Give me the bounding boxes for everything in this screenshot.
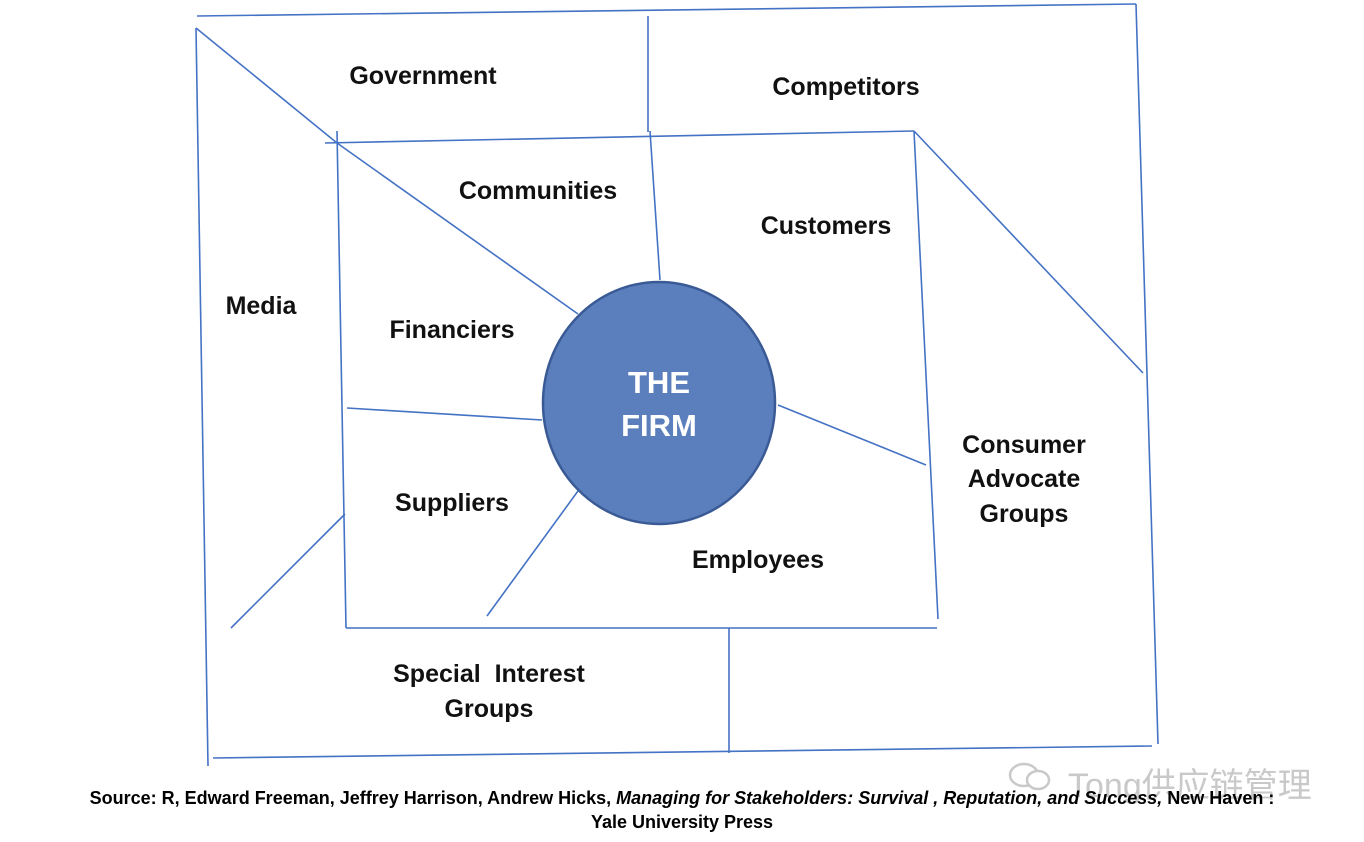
firm-label-line1: THE bbox=[628, 365, 690, 400]
firm-label-line2: FIRM bbox=[621, 408, 697, 443]
outer-right-line bbox=[1135, 3, 1159, 745]
source-suffix: New Haven : bbox=[1162, 788, 1275, 808]
label-communities: Communities bbox=[458, 177, 618, 205]
inner-right-line bbox=[913, 130, 939, 620]
firm-circle bbox=[541, 280, 777, 526]
inner-top-line bbox=[324, 130, 915, 144]
outer-top-line bbox=[196, 3, 1137, 17]
label-suppliers: Suppliers bbox=[395, 489, 509, 517]
spoke-financiers-suppliers bbox=[346, 407, 543, 421]
inner-left-line bbox=[336, 130, 347, 629]
label-media: Media bbox=[225, 292, 297, 320]
spoke-suppliers-employees bbox=[486, 490, 579, 617]
label-financiers: Financiers bbox=[389, 316, 515, 344]
label-special-interest-line1: Special Interest bbox=[393, 660, 585, 688]
label-consumer-advocate-line3: Groups bbox=[979, 500, 1069, 528]
spoke-employees-customers bbox=[777, 404, 927, 466]
label-consumer-advocate-line1: Consumer bbox=[962, 431, 1086, 459]
label-special-interest-line2: Groups bbox=[444, 695, 534, 723]
outer-bottom-line bbox=[212, 745, 1153, 759]
label-consumer-advocate-line2: Advocate bbox=[967, 465, 1081, 493]
connector-lines bbox=[195, 3, 1159, 767]
wechat-icon bbox=[1008, 762, 1051, 791]
spoke-communities-customers bbox=[649, 130, 661, 281]
source-publisher: Yale University Press bbox=[590, 812, 774, 832]
divider-media-special bbox=[230, 513, 346, 629]
spoke-communities-financiers bbox=[336, 142, 579, 315]
source-prefix: Source: R, Edward Freeman, Jeffrey Harri… bbox=[89, 788, 617, 808]
outer-left-line bbox=[195, 27, 209, 767]
divider-competitors-advocates bbox=[913, 130, 1144, 374]
label-employees: Employees bbox=[691, 546, 824, 574]
divider-government-media bbox=[195, 27, 338, 144]
label-government: Government bbox=[349, 62, 497, 90]
watermark-text: Tong供应链管理 bbox=[1068, 767, 1312, 805]
source-citation: Source: R, Edward Freeman, Jeffrey Harri… bbox=[0, 786, 1364, 834]
label-competitors: Competitors bbox=[772, 73, 920, 101]
label-customers: Customers bbox=[760, 212, 892, 240]
source-title: Managing for Stakeholders: Survival , Re… bbox=[616, 788, 1163, 808]
